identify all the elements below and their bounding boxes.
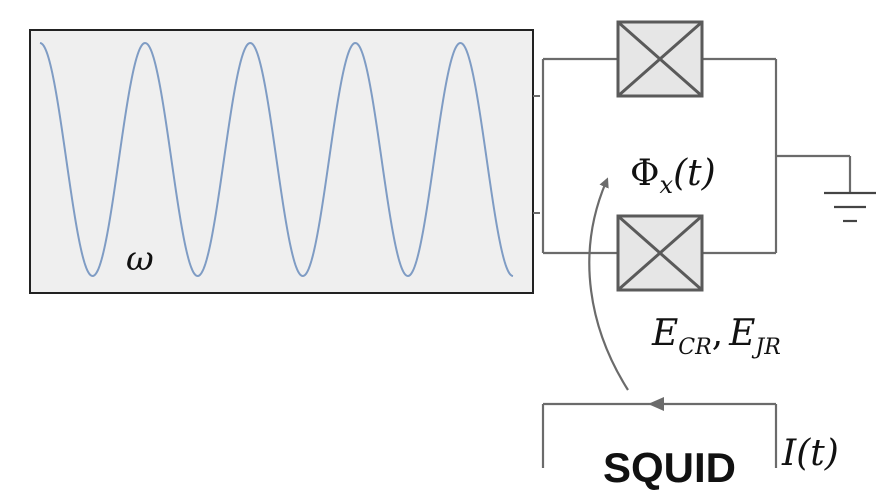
resonator-box <box>29 29 534 294</box>
energy-label: ECR,EJR <box>651 313 781 360</box>
flux-label: Φx(t) <box>630 153 716 199</box>
squid-loop-wires <box>541 57 852 255</box>
josephson-junction-bottom <box>616 214 704 292</box>
josephson-junction-top <box>616 20 704 98</box>
frequency-label: ω <box>126 239 154 279</box>
ground-icon <box>824 191 876 223</box>
resonator-waveform <box>39 41 514 278</box>
squid-label: SQUID <box>603 444 736 491</box>
coupling-lines <box>533 95 540 214</box>
flux-coupling-arrow <box>588 177 629 391</box>
current-label: I(t) <box>781 433 839 474</box>
resonator-panel: ω <box>29 29 534 294</box>
current-direction-arrow <box>648 397 664 411</box>
